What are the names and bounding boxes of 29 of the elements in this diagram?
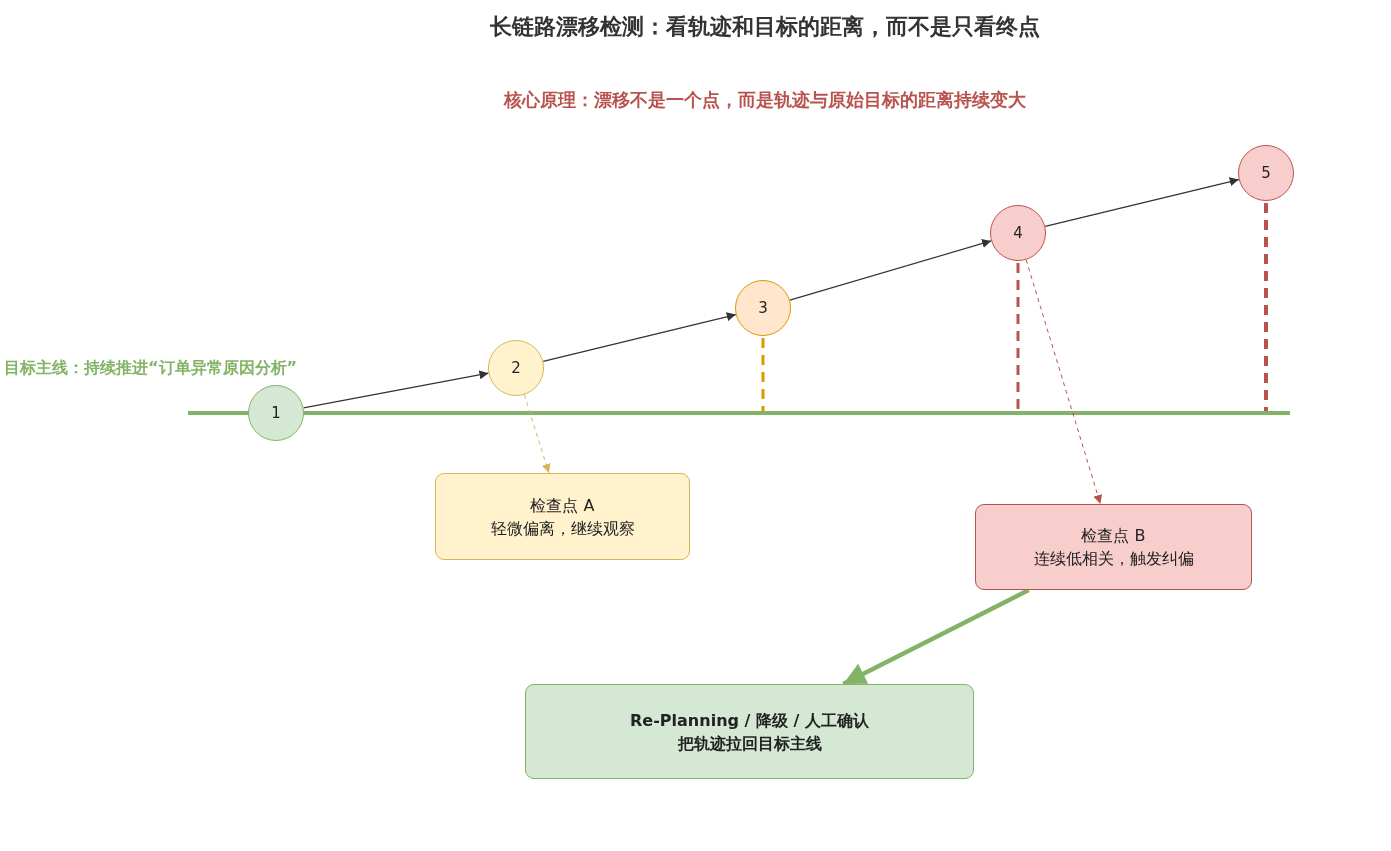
step-number: 4 xyxy=(1013,222,1023,244)
box-heading: 检查点 B xyxy=(1081,525,1146,547)
step-number: 5 xyxy=(1261,162,1271,184)
arrow xyxy=(542,312,737,362)
title: 长链路漂移检测：看轨迹和目标的距离，而不是只看终点 xyxy=(489,13,1041,41)
principle-note: 核心原理：漂移不是一个点，而是轨迹与原始目标的距离持续变大 xyxy=(502,88,1027,112)
arrow xyxy=(1044,177,1240,227)
step-circle xyxy=(990,205,1046,261)
arrow xyxy=(1025,259,1103,505)
box-text: 把轨迹拉回目标主线 xyxy=(677,732,822,755)
arrow xyxy=(523,394,551,474)
step-circle xyxy=(488,340,544,396)
goal-line-label: 目标主线：持续推进“订单异常原因分析” xyxy=(4,358,298,379)
checkpoint-box xyxy=(435,473,690,560)
step-number: 3 xyxy=(758,297,768,319)
box-text: 连续低相关，触发纠偏 xyxy=(1033,548,1194,570)
step-circle xyxy=(735,280,791,336)
arrow xyxy=(789,239,992,301)
action-box xyxy=(525,684,974,779)
box-heading: Re-Planning / 降级 / 人工确认 xyxy=(630,709,869,732)
box-text: 轻微偏离，继续观察 xyxy=(490,517,635,540)
box-heading: 检查点 A xyxy=(530,494,595,517)
arrow xyxy=(302,370,490,409)
step-number: 2 xyxy=(511,357,521,379)
step-number: 1 xyxy=(271,402,281,424)
checkpoint-box xyxy=(975,504,1252,590)
step-circle xyxy=(248,385,304,441)
arrow xyxy=(842,588,1030,686)
step-circle xyxy=(1238,145,1294,201)
